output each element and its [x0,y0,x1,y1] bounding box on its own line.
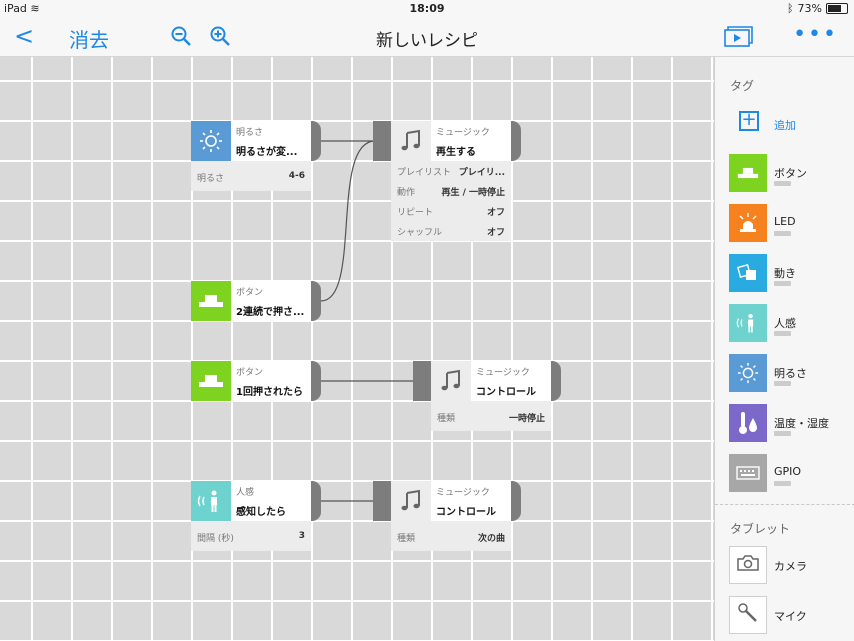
clear-button[interactable]: 消去 [69,28,109,52]
block-button-single[interactable]: ボタン 1回押されたら [191,361,321,401]
output-port[interactable] [511,481,521,521]
microphone-icon [737,602,759,628]
block-name: 2連続で押さ... [236,307,305,318]
human-sensor-icon [729,304,767,342]
block-prop[interactable]: シャッフルオフ [397,228,505,238]
block-category: ボタン [236,288,264,298]
music-note-icon [431,361,471,401]
clock: 18:09 [409,2,445,15]
music-note-icon [391,121,431,161]
block-prop[interactable]: プレイリストプレイリ... [397,168,505,178]
tag-item-gpio[interactable]: GPIO [729,454,849,494]
status-right: ᛒ 73% [787,2,848,15]
block-category: ミュージック [436,128,490,138]
music-note-icon [391,481,431,521]
page-title: 新しいレシピ [376,31,478,51]
tag-section-title: タグ [730,79,755,93]
block-category: ミュージック [476,368,530,378]
output-port[interactable] [311,361,321,401]
bluetooth-icon: ᛒ [786,2,794,15]
add-tag-label[interactable]: 追加 [774,119,796,132]
battery-percent: 73% [797,2,822,15]
block-category: 人感 [236,488,255,498]
block-name: 明るさが変... [236,147,298,158]
tag-item-temperature[interactable]: 温度・湿度 [729,404,849,444]
wires [320,140,415,502]
button-icon [191,361,231,401]
plus-icon: + [741,109,757,130]
tablet-section-title: タブレット [730,522,791,536]
side-panel: タグ + 追加 ボタン LED 動き 人感 明るさ 温度・湿度 [714,57,854,641]
button-icon [729,154,767,192]
tablet-label-camera: カメラ [774,560,807,573]
tag-item-led[interactable]: LED [729,204,849,244]
tablet-item-microphone[interactable] [729,596,767,634]
block-music-control-pause[interactable]: ミュージック コントロール 種類一時停止 [413,361,561,431]
device-label: iPad ≋ [4,2,40,15]
block-name: 感知したら [236,507,286,518]
sun-icon [191,121,231,161]
block-prop[interactable]: 間隔 (秒)3 [197,531,305,544]
block-music-control-next[interactable]: ミュージック コントロール 種類次の曲 [373,481,521,551]
thermometer-icon [729,404,767,442]
tablet-label-microphone: マイク [774,610,807,623]
block-human-sensor[interactable]: 人感 感知したら 間隔 (秒)3 [191,481,321,551]
output-port[interactable] [311,281,321,321]
zoom-out-icon[interactable] [170,25,192,51]
more-button[interactable]: ••• [793,22,838,47]
led-icon [729,204,767,242]
output-port[interactable] [511,121,521,161]
nav-bar: < 消去 新しいレシピ ••• [0,18,854,57]
block-prop[interactable]: 種類次の曲 [397,534,505,544]
block-name: コントロール [436,507,496,518]
block-music-play[interactable]: ミュージック 再生する プレイリストプレイリ... 動作再生 / 一時停止 リピ… [373,121,521,241]
tag-item-human[interactable]: 人感 [729,304,849,344]
block-category: ボタン [236,368,264,378]
camera-icon [736,554,760,576]
output-port[interactable] [311,481,321,521]
block-category: 明るさ [236,128,264,138]
tablet-item-camera[interactable] [729,546,767,584]
tag-item-button[interactable]: ボタン [729,154,849,194]
block-prop[interactable]: リピートオフ [397,208,505,218]
slideshow-icon[interactable] [724,24,754,52]
input-port[interactable] [373,121,391,161]
output-port[interactable] [311,121,321,161]
block-prop[interactable]: 動作再生 / 一時停止 [397,188,505,198]
human-sensor-icon [191,481,231,521]
block-name: コントロール [476,387,536,398]
motion-icon [729,254,767,292]
tag-item-brightness[interactable]: 明るさ [729,354,849,394]
keyboard-icon [729,454,767,492]
tag-item-motion[interactable]: 動き [729,254,849,294]
block-prop[interactable]: 種類一時停止 [437,414,545,424]
add-tag-button[interactable]: + [739,111,759,131]
block-button-double[interactable]: ボタン 2連続で押さ... [191,281,321,321]
zoom-in-icon[interactable] [209,25,231,51]
input-port[interactable] [373,481,391,521]
wire-button1-music [320,140,376,302]
sun-icon [729,354,767,392]
status-bar: iPad ≋ 18:09 ᛒ 73% [0,0,854,18]
block-name: 再生する [436,147,476,158]
block-name: 1回押されたら [236,387,303,398]
wifi-icon: ≋ [30,2,40,15]
panel-divider [715,504,854,505]
input-port[interactable] [413,361,431,401]
back-button[interactable]: < [14,22,35,50]
button-icon [191,281,231,321]
block-category: ミュージック [436,488,490,498]
battery-icon [826,3,848,14]
output-port[interactable] [551,361,561,401]
